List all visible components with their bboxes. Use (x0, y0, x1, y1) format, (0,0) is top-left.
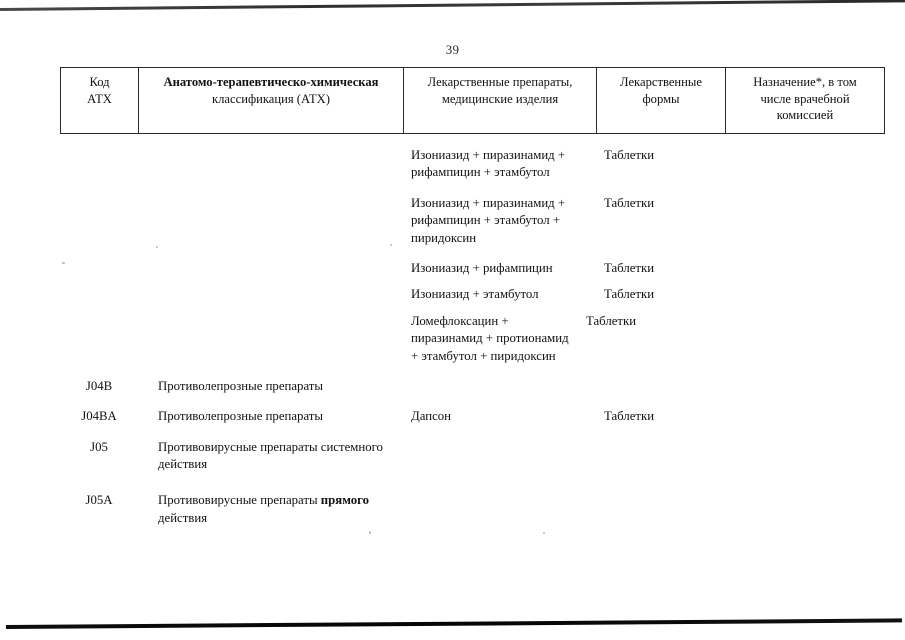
cell-drug: Изониазид + пиразинамид + рифампицин + э… (411, 148, 566, 180)
table-row: Изониазид + рифампицин Таблетки (60, 258, 885, 277)
cell-assignment (725, 406, 883, 408)
cell-code (60, 258, 138, 260)
cell-drug (388, 437, 581, 439)
table-row: Изониазид + этамбутол Таблетки (60, 284, 885, 303)
cell-assignment (725, 145, 883, 147)
scan-speck (543, 532, 545, 534)
cell-drug: Ломефлоксацин + пиразинамид + протионами… (411, 313, 569, 363)
column-header-assignment: Назначение*, в том числе врачебной комис… (726, 68, 884, 133)
column-header-forms-line2: формы (642, 91, 680, 106)
cell-drug: Изониазид + пиразинамид + рифампицин + э… (411, 195, 566, 245)
table-row: Ломефлоксацин + пиразинамид + протионами… (60, 311, 885, 365)
cell-assignment (725, 311, 883, 313)
column-header-drugs: Лекарственные препараты, медицинские изд… (404, 68, 597, 133)
cell-drug: Изониазид + рифампицин (411, 260, 553, 275)
column-header-forms: Лекарственные формы (597, 68, 726, 133)
cell-form (596, 490, 725, 492)
cell-classification-emphasis: прямого (320, 493, 370, 508)
cell-assignment (710, 437, 868, 439)
column-header-drugs-line1: Лекарственные препараты, (427, 75, 573, 89)
cell-form: Таблетки (604, 195, 655, 210)
table-body: Изониазид + пиразинамид + рифампицин + э… (60, 134, 885, 527)
column-header-assignment-line3: комиссией (776, 108, 834, 123)
column-header-code: Код АТХ (61, 68, 139, 133)
atc-classification-table: Код АТХ Анатомо-терапевтическо-химическа… (60, 67, 885, 527)
table-header-row: Код АТХ Анатомо-терапевтическо-химическа… (60, 67, 885, 134)
column-header-assignment-line2: числе врачебной (760, 91, 850, 106)
cell-code (60, 193, 138, 195)
cell-classification (138, 284, 403, 286)
cell-assignment (725, 258, 883, 260)
column-header-assignment-line1: Назначение*, в том (753, 75, 857, 89)
cell-code (60, 145, 138, 147)
cell-classification (138, 311, 403, 313)
cell-drug: Дапсон (411, 409, 452, 424)
cell-form: Таблетки (604, 287, 655, 302)
cell-classification: Противолепрозные препараты (158, 378, 323, 393)
column-header-classification-line2: классификация (АТХ) (212, 91, 330, 106)
cell-form: Таблетки (604, 260, 655, 275)
cell-classification-prefix: Противовирусные препараты (158, 493, 321, 508)
table-row: J04BA Противолепрозные препараты Дапсон … (60, 406, 885, 425)
cell-classification: Противовирусные препараты системного дей… (158, 439, 383, 472)
cell-form (596, 376, 725, 378)
cell-drug: Изониазид + этамбутол (411, 287, 539, 302)
scan-speck (369, 531, 371, 534)
cell-classification (138, 145, 403, 147)
cell-code: J04BA (81, 409, 117, 424)
cell-assignment (725, 376, 883, 378)
cell-form: Таблетки (604, 409, 655, 424)
cell-classification (138, 258, 403, 260)
cell-drug (403, 490, 596, 492)
cell-classification (138, 193, 403, 195)
cell-code (60, 284, 138, 286)
column-header-drugs-line2: медицинские изделия (441, 91, 559, 106)
page-number: 39 (445, 42, 460, 57)
cell-drug (403, 376, 596, 378)
column-header-classification: Анатомо-терапевтическо-химическая класси… (139, 68, 404, 133)
column-header-forms-line1: Лекарственные (620, 75, 702, 89)
cell-classification-suffix: действия (158, 510, 208, 525)
table-row: Изониазид + пиразинамид + рифампицин + э… (60, 145, 885, 182)
table-row: J05 Противовирусные препараты системного… (60, 437, 885, 474)
cell-code: J04B (85, 378, 113, 393)
cell-code: J05 (90, 439, 108, 454)
column-header-classification-line1: Анатомо-терапевтическо-химическая (163, 75, 379, 89)
table-row: Изониазид + пиразинамид + рифампицин + э… (60, 193, 885, 247)
cell-form (581, 437, 710, 439)
cell-assignment (725, 284, 883, 286)
cell-classification: Противолепрозные препараты (158, 409, 323, 424)
cell-code: J05A (85, 493, 113, 508)
cell-assignment (725, 193, 883, 195)
cell-form: Таблетки (586, 313, 637, 328)
scan-edge-line-top (0, 0, 905, 11)
cell-assignment (725, 490, 883, 492)
column-header-code-line1: Код (89, 75, 110, 89)
cell-code (60, 311, 138, 313)
table-row: J04B Противолепрозные препараты (60, 376, 885, 395)
column-header-code-line2: АТХ (87, 91, 112, 106)
cell-form: Таблетки (604, 148, 655, 162)
scan-edge-line-bottom (5, 618, 902, 629)
table-row: J05A Противовирусные препараты прямого д… (60, 490, 885, 527)
cell-classification: Противовирусные препараты прямого действ… (138, 490, 403, 527)
